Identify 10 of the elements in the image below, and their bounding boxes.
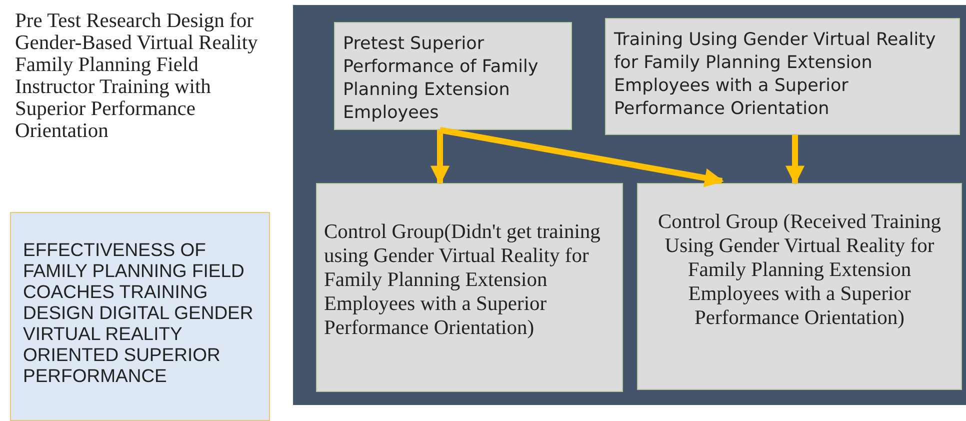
group-box: Control Group(Didn't get training using Gender Virtual Reality for Family Planning Extension Employees with a Superior Performance Orientation): [316, 183, 623, 392]
panel-background: [293, 5, 966, 405]
summary-box: EFFECTIVENESS OF FAMILY PLANNING FIELD COACHES TRAINING DESIGN DIGITAL GENDER VIRTUAL REALITY ORIENTED SUPERIOR PERFORMANCE: [10, 212, 270, 421]
process-box: Training Using Gender Virtual Reality for Family Planning Extension Employees with a Superior Performance Orientation: [605, 18, 960, 135]
group-box: Control Group (Received Training Using Gender Virtual Reality for Family Planning Extension Employees with a Superior Performance Orientation): [637, 183, 962, 390]
arrow: [430, 130, 450, 185]
arrow: [439, 127, 724, 188]
arrow: [785, 135, 805, 185]
process-box: Pretest Superior Performance of Family Planning Extension Employees: [334, 22, 572, 130]
diagram-title: Pre Test Research Design for Gender-Based Virtual Reality Family Planning Field Instructor Training with Superior Performance Orientation: [15, 10, 259, 142]
